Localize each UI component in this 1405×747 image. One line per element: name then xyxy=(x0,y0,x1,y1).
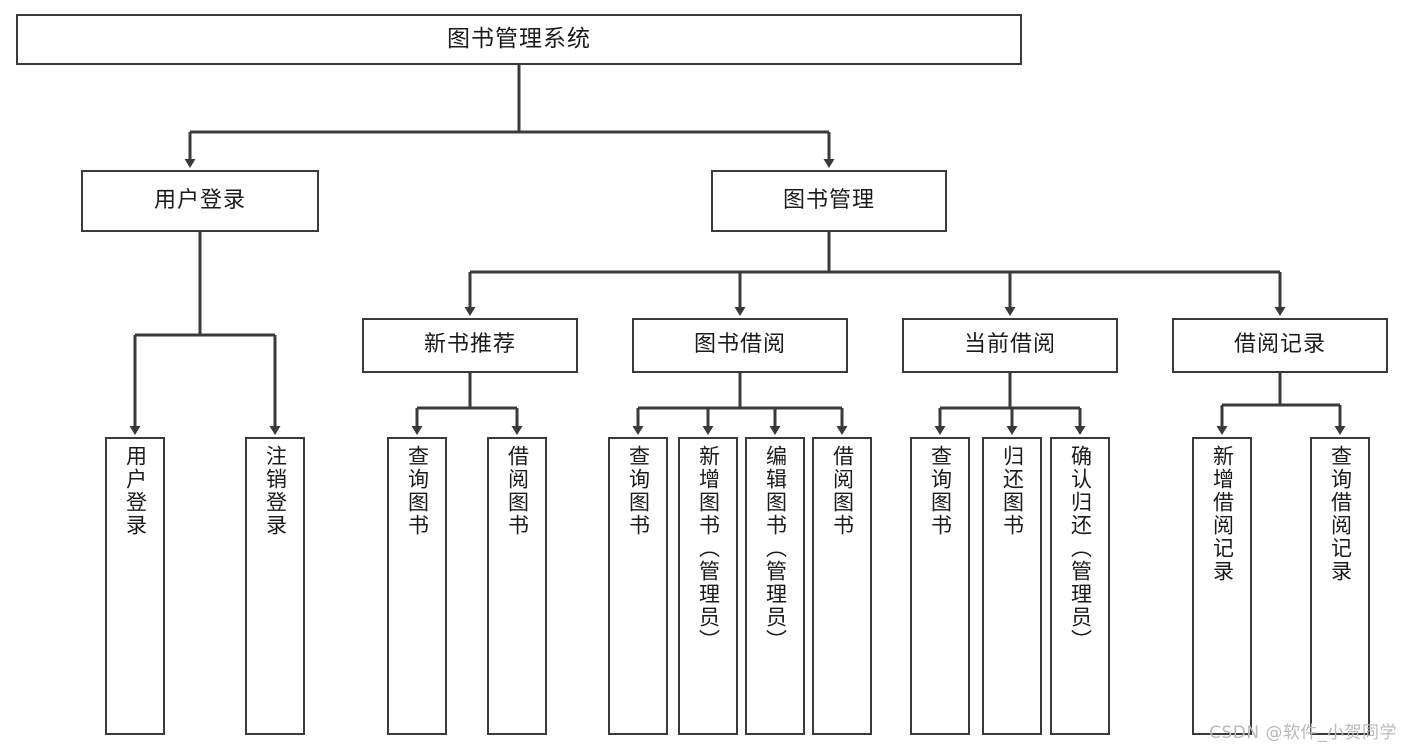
leaf-logout-label: 注销登录 xyxy=(263,445,288,537)
leaf-logout[interactable]: 注销登录 xyxy=(245,437,305,735)
node-book-borrow[interactable]: 图书借阅 xyxy=(632,318,848,373)
leaf-query-book-1[interactable]: 查询图书 xyxy=(387,437,447,735)
leaf-query-book-1-label: 查询图书 xyxy=(405,445,430,537)
leaf-query-book-2-label: 查询图书 xyxy=(626,445,651,537)
node-root-label: 图书管理系统 xyxy=(447,25,591,52)
leaf-add-book-label: 新增图书（管理员） xyxy=(696,445,721,652)
watermark: CSDN @软件_小贺同学 xyxy=(1209,723,1397,743)
leaf-query-book-3-label: 查询图书 xyxy=(928,445,953,537)
leaf-query-book-2[interactable]: 查询图书 xyxy=(608,437,668,735)
node-current-borrow-label: 当前借阅 xyxy=(963,332,1056,358)
leaf-add-record-label: 新增借阅记录 xyxy=(1210,445,1235,583)
leaf-confirm-return-label: 确认归还（管理员） xyxy=(1068,445,1093,652)
node-new-book-rec-label: 新书推荐 xyxy=(423,332,516,358)
leaf-query-record[interactable]: 查询借阅记录 xyxy=(1310,437,1370,735)
leaf-borrow-book-1-label: 借阅图书 xyxy=(505,445,530,537)
leaf-borrow-book-1[interactable]: 借阅图书 xyxy=(487,437,547,735)
node-root[interactable]: 图书管理系统 xyxy=(16,14,1022,65)
leaf-query-book-3[interactable]: 查询图书 xyxy=(910,437,970,735)
leaf-return-book-label: 归还图书 xyxy=(1000,445,1025,537)
leaf-confirm-return[interactable]: 确认归还（管理员） xyxy=(1050,437,1110,735)
node-borrow-record[interactable]: 借阅记录 xyxy=(1172,318,1388,373)
leaf-edit-book-label: 编辑图书（管理员） xyxy=(763,445,788,652)
leaf-borrow-book-2-label: 借阅图书 xyxy=(830,445,855,537)
leaf-add-record[interactable]: 新增借阅记录 xyxy=(1192,437,1252,735)
node-book-manage-label: 图书管理 xyxy=(782,187,875,213)
node-current-borrow[interactable]: 当前借阅 xyxy=(902,318,1118,373)
node-user-login-label: 用户登录 xyxy=(153,187,246,213)
node-user-login[interactable]: 用户登录 xyxy=(81,170,319,232)
leaf-user-login[interactable]: 用户登录 xyxy=(105,437,165,735)
node-book-borrow-label: 图书借阅 xyxy=(693,332,786,358)
leaf-edit-book[interactable]: 编辑图书（管理员） xyxy=(745,437,805,735)
leaf-user-login-label: 用户登录 xyxy=(123,445,148,537)
node-borrow-record-label: 借阅记录 xyxy=(1233,332,1326,358)
leaf-borrow-book-2[interactable]: 借阅图书 xyxy=(812,437,872,735)
leaf-query-record-label: 查询借阅记录 xyxy=(1328,445,1353,583)
leaf-add-book[interactable]: 新增图书（管理员） xyxy=(678,437,738,735)
node-book-manage[interactable]: 图书管理 xyxy=(711,170,947,232)
node-new-book-rec[interactable]: 新书推荐 xyxy=(362,318,578,373)
leaf-return-book[interactable]: 归还图书 xyxy=(982,437,1042,735)
